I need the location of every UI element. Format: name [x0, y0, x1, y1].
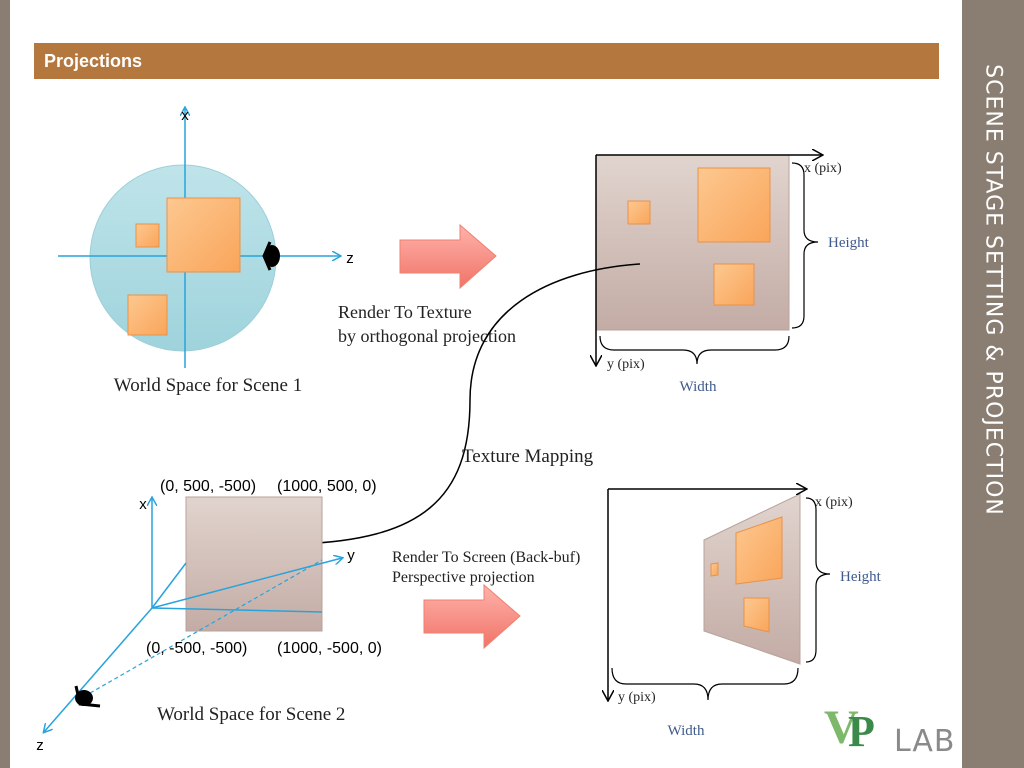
coord-top-right: (1000, 500, 0) [277, 478, 377, 495]
render-to-screen-label: Render To Screen (Back-buf) [392, 549, 580, 566]
scene2-camera-icon [74, 685, 101, 708]
orthogonal-projection-label: by orthogonal projection [338, 326, 516, 346]
screen-small-box [710, 562, 719, 577]
scene1-large-box [166, 197, 241, 273]
logo-lab-text: LAB [894, 724, 956, 759]
texture-height-brace [791, 162, 819, 329]
scene1-world: x z World Space for Scene 1 [58, 107, 354, 396]
texture-small-box [627, 200, 651, 225]
texture-width-brace [599, 335, 790, 365]
scene1-caption: World Space for Scene 1 [114, 375, 302, 396]
texture-height-label: Height [828, 235, 870, 251]
orange-arrow-2 [423, 583, 521, 650]
screen-large-box [735, 516, 783, 585]
scene2-y-label: y [347, 547, 355, 564]
slide-title: Projections [44, 51, 143, 71]
screen-panel: x (pix) y (pix) Height Width [608, 489, 882, 739]
left-border [0, 0, 10, 768]
coord-bottom-left: (0, -500, -500) [146, 640, 247, 657]
texture-y-label: y (pix) [607, 357, 645, 372]
orange-arrow-1 [399, 223, 497, 290]
screen-x-label: x (pix) [815, 495, 853, 510]
render-to-texture-label: Render To Texture [338, 302, 472, 322]
header-bar: Projections [34, 43, 939, 79]
screen-width-brace [611, 667, 799, 701]
scene2-x-label: x [139, 496, 147, 513]
scene1-x-label: x [181, 107, 189, 124]
scene1-small-box [135, 223, 160, 248]
scene1-camera-icon [262, 241, 280, 271]
scene2-view-ray [77, 559, 323, 701]
render-to-texture-arrow: Render To Texture by orthogonal projecti… [338, 223, 516, 346]
scene1-z-label: z [346, 250, 354, 267]
scene1-medium-box [127, 294, 168, 336]
texture-width-label: Width [680, 379, 717, 395]
texture-medium-box [713, 263, 755, 306]
texture-mapping-label: Texture Mapping [462, 446, 594, 467]
texture-panel: x (pix) y (pix) Height Width [596, 155, 870, 395]
logo-letter-p: P [848, 707, 875, 756]
coord-top-left: (0, 500, -500) [160, 478, 256, 495]
scene2-world: x y z (0, 500, -500) (1000, 500, 0) (0, … [36, 478, 382, 754]
screen-width-label: Width [668, 723, 705, 739]
scene2-frustum-edge-2 [151, 607, 323, 613]
scene2-z-label: z [36, 737, 44, 754]
scene2-z-axis [44, 607, 153, 732]
screen-height-brace [805, 497, 831, 663]
scene2-frustum-edge-1 [151, 562, 187, 609]
screen-height-label: Height [840, 569, 882, 585]
vp-lab-logo: V P LAB [824, 700, 964, 760]
logo-letter-v: V [824, 701, 859, 754]
coord-bottom-right: (1000, -500, 0) [277, 640, 382, 657]
perspective-projection-label: Perspective projection [392, 569, 535, 586]
texture-mapping: Texture Mapping [298, 263, 641, 544]
side-title-bar [962, 0, 1024, 768]
projection-diagram: x z World Space for Scene 1 Render To Te… [36, 0, 882, 754]
side-title: SCENE STAGE SETTING & PROJECTION [980, 64, 1006, 516]
texture-large-box [697, 167, 771, 243]
screen-y-label: y (pix) [618, 690, 656, 705]
scene2-caption: World Space for Scene 2 [157, 704, 345, 725]
render-to-screen-arrow: Render To Screen (Back-buf) Perspective … [392, 549, 580, 650]
texture-mapping-curve [298, 263, 641, 544]
texture-x-label: x (pix) [804, 161, 842, 176]
screen-medium-box [743, 597, 770, 633]
